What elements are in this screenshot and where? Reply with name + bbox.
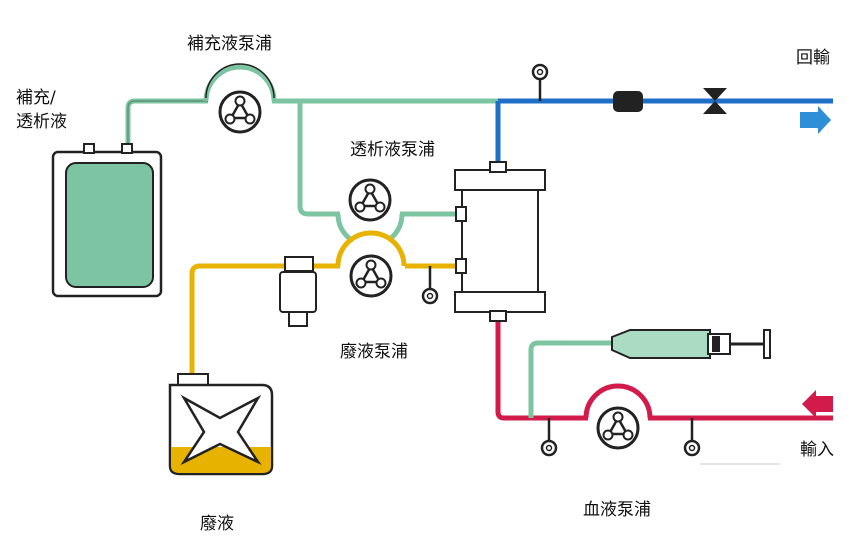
replenish-pump-label: 補充液泵浦: [187, 34, 272, 54]
arrow-right-icon: [800, 106, 831, 134]
waste-line: [189, 263, 460, 376]
pressure-gauge-icon: [540, 439, 558, 457]
waste-pump: [335, 230, 407, 298]
syringe-icon: [611, 329, 771, 359]
replenish-bag-label-line1: 補充/: [16, 88, 56, 108]
dialysate-pump-label: 透析液泵浦: [350, 140, 435, 160]
arrow-left-icon: [802, 390, 833, 418]
input-label: 輸入: [800, 440, 834, 460]
waste-container: [168, 373, 274, 476]
peristaltic-pump-icon: [218, 90, 262, 134]
return-label: 回輸: [796, 48, 830, 68]
replenish-pump: [203, 63, 277, 134]
pressure-gauge-icon: [683, 439, 701, 457]
peristaltic-pump-icon: [348, 178, 392, 222]
syringe-line: [528, 340, 612, 418]
peristaltic-pump-icon: [596, 406, 640, 450]
valve-icon: [703, 88, 727, 114]
pressure-gauge-icon: [531, 63, 549, 81]
blood-leak-detector: [279, 256, 317, 327]
replenish-bag-label-line2: 透析液: [16, 112, 67, 132]
replenish-bag: [51, 143, 163, 298]
blood-line: [495, 318, 833, 421]
blood-pump: [583, 383, 653, 450]
waste-label: 廢液: [200, 514, 234, 534]
blood-pump-label: 血液泵浦: [583, 500, 651, 520]
pressure-gauge-icon: [421, 287, 439, 305]
clamp-icon: [613, 91, 643, 112]
replenish-line: [125, 98, 498, 217]
hemofilter: [454, 161, 546, 322]
waste-pump-label: 廢液泵浦: [340, 342, 408, 362]
return-line: [495, 98, 833, 162]
peristaltic-pump-icon: [349, 254, 393, 298]
